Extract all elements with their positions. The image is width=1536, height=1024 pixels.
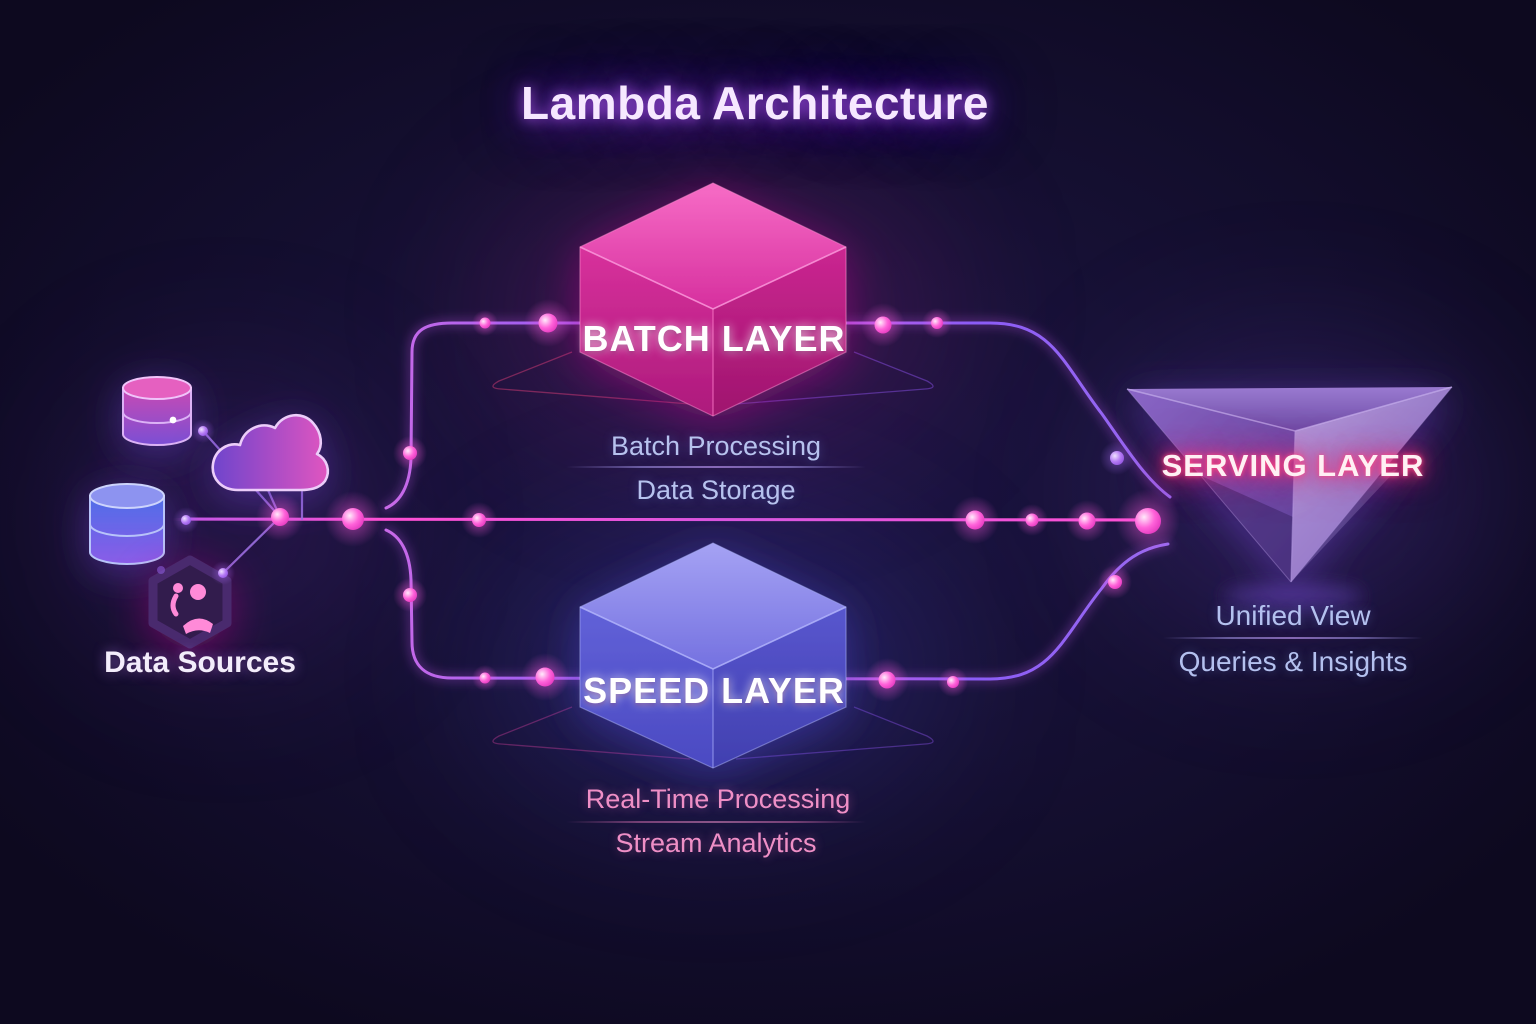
batch-layer-label: BATCH LAYER	[582, 318, 846, 359]
batch-left-wing	[492, 351, 691, 405]
speed-sublabel-1: Real-Time Processing	[585, 784, 851, 814]
glow-dot	[191, 419, 215, 443]
glow-dot	[211, 561, 235, 585]
serving-sublabel-2: Queries & Insights	[1178, 646, 1408, 677]
cloud-icon	[211, 414, 330, 492]
speed-layer-cube	[579, 542, 847, 769]
glow-dot	[938, 667, 968, 697]
speed-right-wing	[735, 706, 934, 760]
data-sources-label: Data Sources	[104, 646, 296, 679]
diagram-title: Lambda Architecture	[521, 77, 989, 129]
glow-dot	[393, 436, 427, 470]
serving-layer-funnel	[1126, 386, 1453, 607]
glow-dot	[173, 507, 199, 533]
glow-dots	[173, 299, 1180, 702]
batch-sublabel-2: Data Storage	[636, 475, 796, 505]
speed-left-wing	[492, 706, 691, 760]
glow-dot	[1116, 489, 1180, 553]
glow-dot	[865, 658, 909, 702]
glow-dot	[1098, 565, 1132, 599]
glow-dot	[1100, 441, 1134, 475]
speed-sublabel-2: Stream Analytics	[615, 828, 817, 858]
glow-dot	[1066, 500, 1108, 542]
serving-sublabel-1: Unified View	[1215, 600, 1371, 631]
glow-dot	[472, 665, 498, 691]
glow-dot	[861, 303, 905, 347]
batch-right-wing	[735, 351, 934, 405]
glow-dot	[393, 578, 427, 612]
glow-dot	[461, 502, 497, 538]
data-sources-group	[89, 376, 330, 649]
glow-dot	[524, 299, 572, 347]
speed-layer-label: SPEED LAYER	[583, 670, 845, 711]
batch-sublabel-1: Batch Processing	[610, 431, 822, 461]
glow-dot	[521, 653, 569, 701]
database-icon-primary	[122, 376, 192, 446]
glow-dot	[922, 308, 952, 338]
glow-dot	[325, 491, 381, 547]
reflection-outlines	[492, 351, 934, 760]
glow-dot	[1016, 504, 1048, 536]
batch-layer-cube	[579, 182, 847, 417]
glow-dot	[472, 310, 498, 336]
database-icon-secondary	[89, 483, 165, 565]
faint-dot	[157, 566, 165, 574]
glow-dot	[951, 496, 999, 544]
hub-node	[256, 493, 304, 541]
serving-layer-label: SERVING LAYER	[1161, 448, 1425, 483]
